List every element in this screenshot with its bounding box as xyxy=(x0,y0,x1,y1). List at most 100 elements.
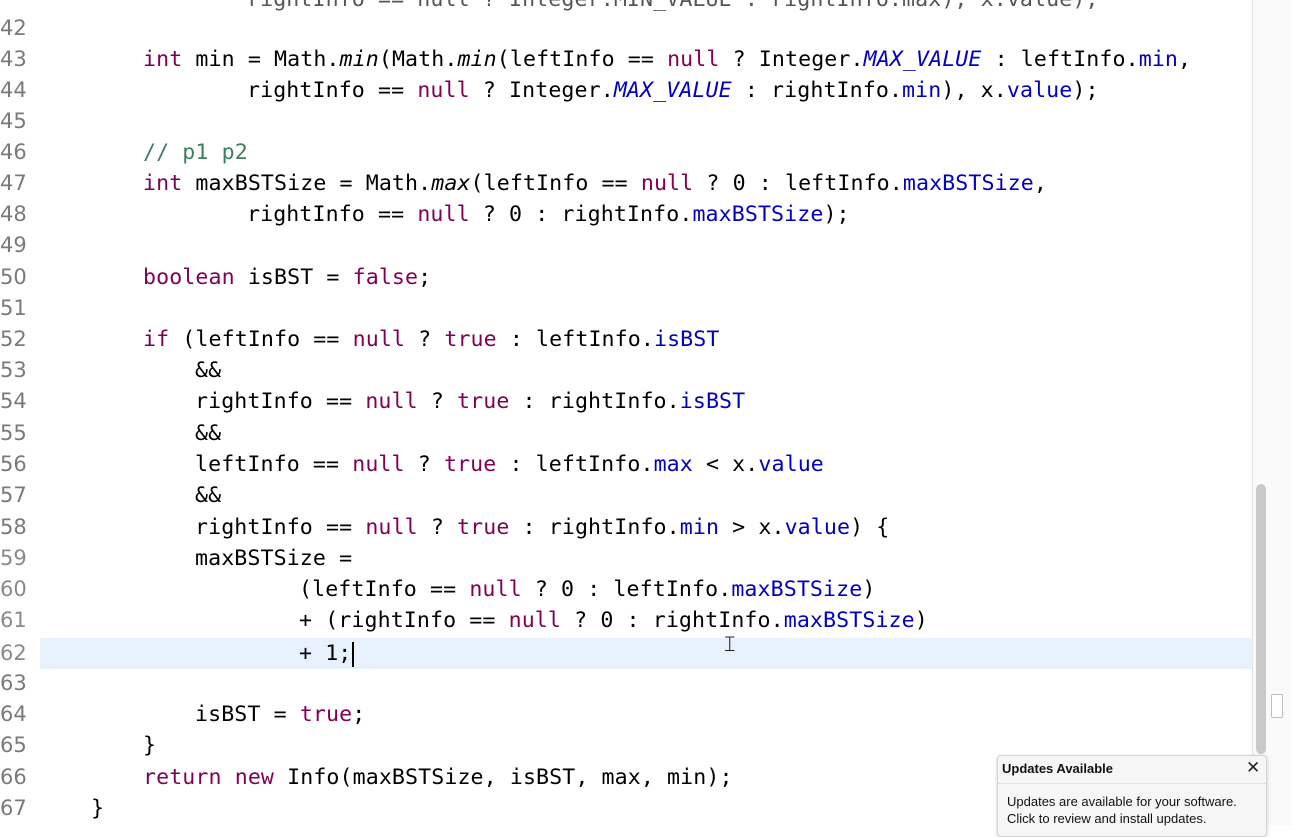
code-token: : rightInfo. xyxy=(509,389,680,414)
code-token: min xyxy=(679,515,720,540)
line-number: 55 xyxy=(0,421,27,445)
code-token: (leftInfo == xyxy=(496,47,668,72)
line-number: 64 xyxy=(0,702,27,726)
line-number: 65 xyxy=(0,733,27,757)
code-token: ? 0 : leftInfo. xyxy=(521,577,732,602)
code-line-64: 64 isBST = true; xyxy=(0,699,1252,730)
updates-notification[interactable]: Updates Available ✕ Updates are availabl… xyxy=(997,755,1267,837)
text-cursor-icon: 𝙸 xyxy=(722,632,738,657)
code-token: ; xyxy=(418,265,432,290)
line-number: 48 xyxy=(0,202,27,226)
code-text: rightInfo == null ? Integer.MAX_VALUE : … xyxy=(247,75,1099,106)
code-text: boolean isBST = false; xyxy=(143,262,431,293)
code-text: && xyxy=(195,421,222,446)
code-token: null xyxy=(640,171,694,196)
code-token: true xyxy=(444,327,497,352)
close-icon[interactable]: ✕ xyxy=(1246,758,1261,777)
code-text: } xyxy=(143,733,157,758)
notification-divider xyxy=(998,783,1266,784)
code-token: min xyxy=(339,47,379,72)
line-number: 42 xyxy=(0,16,27,40)
code-text: int maxBSTSize = Math.max(leftInfo == nu… xyxy=(143,168,1047,199)
code-token: maxBSTSize xyxy=(783,608,915,633)
code-token: return xyxy=(143,765,222,790)
line-number: 60 xyxy=(0,577,27,601)
code-text: } xyxy=(91,796,105,821)
current-line-highlight xyxy=(40,638,1252,669)
code-line-65: 65 } xyxy=(0,730,1252,761)
code-token: ); xyxy=(823,202,850,227)
code-token: : leftInfo. xyxy=(496,327,654,352)
code-text: if (leftInfo == null ? true : leftInfo.i… xyxy=(143,324,719,355)
code-token: isBST xyxy=(679,389,746,414)
code-token: ; xyxy=(352,702,366,727)
code-line-51: 51 xyxy=(0,293,1252,324)
line-number: 67 xyxy=(0,796,27,820)
code-token: null xyxy=(508,608,562,633)
code-token: rightInfo == xyxy=(195,515,366,540)
code-token: max xyxy=(431,171,471,196)
code-token: Info(maxBSTSize, isBST, max, min); xyxy=(274,765,733,790)
code-token: false xyxy=(352,265,419,290)
code-text: isBST = true; xyxy=(195,699,365,730)
scrollbar-thumb[interactable] xyxy=(1256,484,1266,754)
line-number: 61 xyxy=(0,608,27,632)
code-token: ? 0 : rightInfo. xyxy=(561,608,784,633)
line-number: 58 xyxy=(0,515,27,539)
code-token: max xyxy=(653,452,693,477)
line-number: 62 xyxy=(0,641,27,665)
code-token: + (rightInfo == xyxy=(299,608,509,633)
code-token: : rightInfo. xyxy=(731,78,903,103)
overview-ruler-marker[interactable] xyxy=(1271,694,1283,718)
line-number: 51 xyxy=(0,296,27,320)
code-token: rightInfo == xyxy=(247,202,418,227)
code-text: (leftInfo == null ? 0 : leftInfo.maxBSTS… xyxy=(299,574,875,605)
line-number: 44 xyxy=(0,78,27,102)
code-text: int min = Math.min(Math.min(leftInfo == … xyxy=(143,44,1191,75)
line-number: 47 xyxy=(0,171,27,195)
code-text: && xyxy=(195,358,222,383)
code-token: null xyxy=(352,327,406,352)
code-line-53: 53 && xyxy=(0,355,1252,386)
code-token: ? 0 : rightInfo. xyxy=(469,202,693,227)
code-token: int xyxy=(143,171,183,196)
code-token: value xyxy=(758,452,824,477)
code-line-52: 52 if (leftInfo == null ? true : leftInf… xyxy=(0,324,1252,355)
code-line-47: 47 int maxBSTSize = Math.max(leftInfo ==… xyxy=(0,168,1252,199)
code-editor[interactable]: rightInfo == null ? Integer.MIN_VALUE : … xyxy=(0,0,1252,825)
code-token: true xyxy=(299,702,353,727)
code-text: rightInfo == null ? Integer.MIN_VALUE : … xyxy=(247,0,1099,15)
code-text: return new Info(maxBSTSize, isBST, max, … xyxy=(143,762,733,793)
line-number: 57 xyxy=(0,483,27,507)
code-token: boolean xyxy=(143,265,235,290)
code-token: if xyxy=(143,327,170,352)
code-line-54: 54 rightInfo == null ? true : rightInfo.… xyxy=(0,386,1252,417)
text-caret xyxy=(352,641,355,667)
code-token: ? Integer. xyxy=(719,47,864,72)
code-line-62: 62 + 1; xyxy=(0,638,1252,669)
code-token: ? xyxy=(404,452,444,477)
code-token: null xyxy=(352,452,405,477)
code-token: MAX_VALUE xyxy=(613,78,732,103)
code-token: (leftInfo == xyxy=(299,577,470,602)
code-line-46: 46 // p1 p2 xyxy=(0,137,1252,168)
code-token: min = Math. xyxy=(182,47,340,72)
code-token: ) { xyxy=(850,515,890,540)
code-token: maxBSTSize xyxy=(692,202,824,227)
code-text: rightInfo == null ? true : rightInfo.min… xyxy=(195,512,889,543)
code-token: (Math. xyxy=(378,47,458,72)
code-token: null xyxy=(417,78,470,103)
line-number: 43 xyxy=(0,47,27,71)
code-comment: // p1 p2 xyxy=(143,140,248,165)
code-token: ? Integer. xyxy=(469,78,614,103)
line-number: 66 xyxy=(0,765,27,789)
code-token: > x. xyxy=(719,515,785,540)
line-number: 56 xyxy=(0,452,27,476)
code-token: ? xyxy=(417,515,458,540)
code-token: ? xyxy=(405,327,445,352)
code-line-41: rightInfo == null ? Integer.MIN_VALUE : … xyxy=(0,0,1252,15)
code-text: + 1; xyxy=(299,638,355,669)
code-token: value xyxy=(1006,78,1073,103)
notification-message[interactable]: Updates are available for your software.… xyxy=(1007,794,1237,826)
code-token: : rightInfo. xyxy=(509,515,680,540)
